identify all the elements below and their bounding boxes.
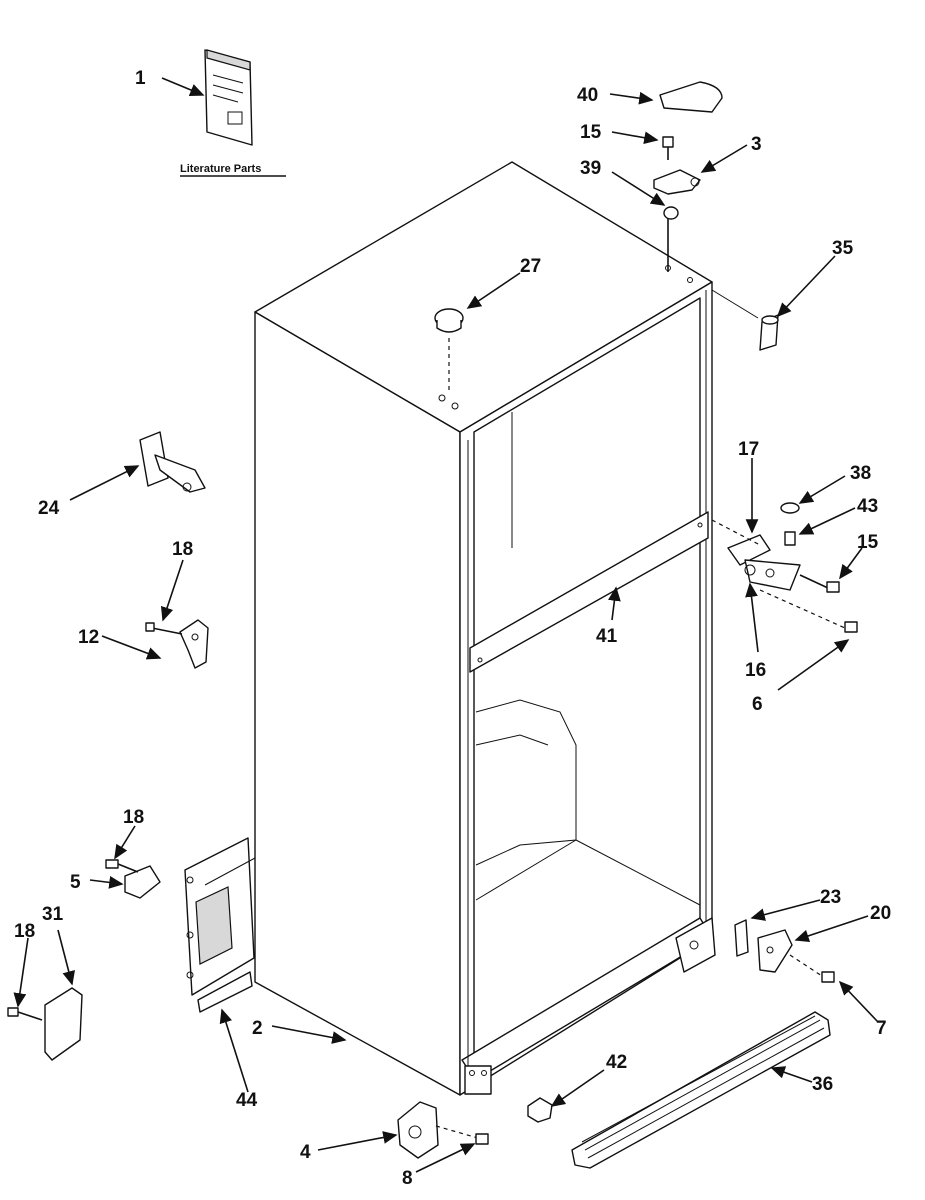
screw-top [662, 136, 674, 160]
callout-42: 42 [606, 1052, 627, 1073]
leader-lines [13, 77, 879, 1173]
callout-8: 8 [402, 1168, 413, 1189]
callout-16: 16 [745, 660, 766, 681]
hinge-cover-lower [7, 987, 83, 1061]
door-stop [711, 289, 779, 351]
bushing [663, 206, 679, 220]
callout-5: 5 [70, 872, 81, 893]
screw-right [799, 574, 840, 593]
cabinet [254, 161, 716, 1096]
roller-assembly [397, 1101, 479, 1159]
screw-7 [789, 954, 835, 983]
callout-18b: 18 [123, 807, 144, 828]
toe-grille [571, 1011, 831, 1169]
callout-6: 6 [752, 694, 763, 715]
washer [780, 502, 800, 514]
callout-18c: 18 [14, 921, 35, 942]
callout-15b: 15 [857, 532, 879, 553]
grille-clip [527, 1097, 553, 1123]
screw-6 [844, 621, 858, 633]
callout-31: 31 [42, 904, 64, 925]
hinge-cover [659, 81, 723, 113]
plug-button [434, 308, 464, 392]
callout-39: 39 [580, 158, 601, 179]
screw-8 [475, 1133, 489, 1145]
lower-hinge [757, 929, 793, 973]
callout-3: 3 [751, 134, 762, 155]
callout-4: 4 [300, 1142, 311, 1163]
clip-bracket [145, 619, 209, 669]
callout-35: 35 [832, 238, 854, 259]
callout-7: 7 [876, 1018, 887, 1039]
hinge-pin-assembly [139, 431, 206, 493]
left-mounting-panel [184, 837, 256, 1013]
callout-12: 12 [78, 627, 99, 648]
callout-labels: 1 40 15 3 39 27 35 24 17 38 43 15 18 12 … [14, 68, 891, 1189]
callout-38: 38 [850, 463, 871, 484]
callout-36: 36 [812, 1074, 833, 1095]
callout-18a: 18 [172, 539, 193, 560]
callout-43: 43 [857, 496, 878, 517]
callout-23: 23 [820, 887, 841, 908]
callout-17: 17 [738, 439, 759, 460]
callout-40: 40 [577, 85, 598, 106]
hinge-bushing [784, 531, 796, 546]
callout-44: 44 [236, 1090, 258, 1111]
callout-15: 15 [580, 122, 602, 143]
top-hinge [653, 169, 701, 195]
callout-20: 20 [870, 903, 891, 924]
callout-2: 2 [252, 1018, 263, 1039]
literature-booklet: Literature Parts [180, 49, 286, 177]
spacer [734, 919, 749, 957]
callout-27: 27 [520, 256, 541, 277]
callout-41: 41 [596, 626, 618, 647]
center-hinge [711, 519, 846, 629]
divider-bar [469, 511, 709, 673]
wheel-bracket [105, 859, 161, 899]
literature-caption: Literature Parts [180, 163, 261, 175]
callout-1: 1 [135, 68, 146, 89]
callout-24: 24 [38, 498, 60, 519]
